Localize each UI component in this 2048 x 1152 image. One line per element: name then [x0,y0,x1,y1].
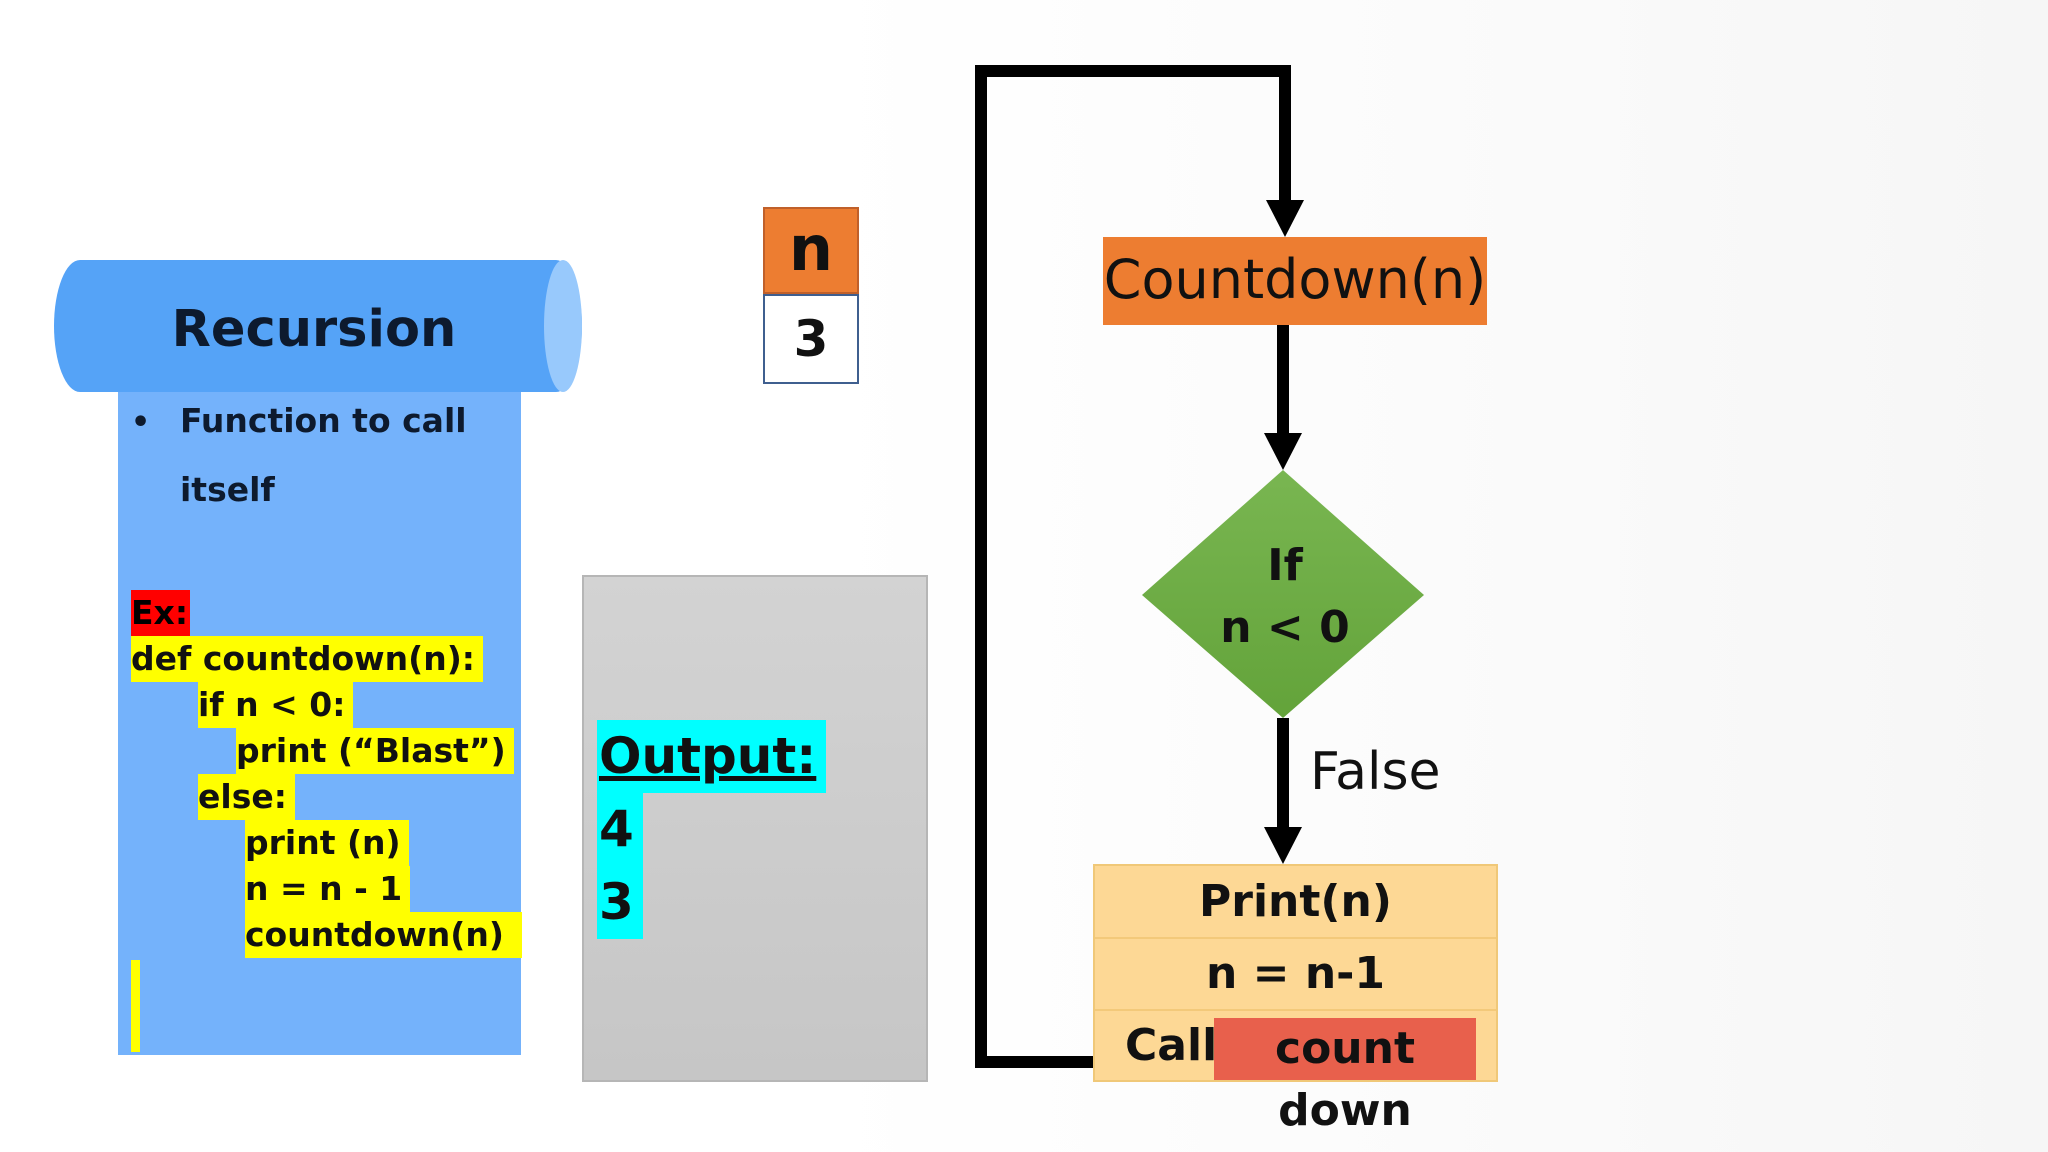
decision-line-2: n < 0 [1220,602,1350,653]
arrowhead-to-process [1264,827,1302,864]
code-line-print-blast: print (“Blast”) [236,728,514,774]
process-assign-row: n = n-1 [1095,938,1496,1011]
description-line-2: itself [180,470,275,509]
process-print-row: Print(n) [1095,866,1496,939]
output-value-2: 3 [597,866,643,939]
call-keyword: Call [1125,1020,1218,1071]
variable-name-cell: n [763,207,859,294]
false-branch-label: False [1310,742,1441,802]
recursion-scroll-cap [544,260,582,392]
code-line-else: else: [198,774,295,820]
decision-line-1: If [1267,540,1303,591]
decision-diamond [1142,470,1424,718]
output-label: Output: [597,720,827,793]
code-line-recursive-call: countdown(n) [245,912,522,958]
example-label: Ex: [131,590,191,636]
arrowhead-to-decision [1264,433,1302,470]
variable-value-cell: 3 [763,294,859,384]
code-line-print-n: print (n) [245,820,409,866]
recursion-scroll-roll [54,260,582,392]
flowchart-start-box: Countdown(n) [1103,237,1487,325]
code-line-if: if n < 0: [198,682,354,728]
bullet-icon: • [131,405,151,440]
code-line-decrement: n = n - 1 [245,866,411,912]
call-target: count down [1214,1018,1476,1136]
loop-back-connector [975,65,1291,1068]
description-line-1: Function to call [180,401,467,440]
decision-text: If n < 0 [1180,535,1390,659]
output-value-1: 4 [597,793,643,866]
process-call-row: Call count down [1095,1010,1496,1136]
process-block: Print(n) n = n-1 Call count down [1093,864,1498,1136]
code-cursor [131,960,140,1052]
code-line-def: def countdown(n): [131,636,483,682]
arrowhead-to-countdown [1266,200,1304,237]
recursion-title: Recursion [171,300,457,359]
